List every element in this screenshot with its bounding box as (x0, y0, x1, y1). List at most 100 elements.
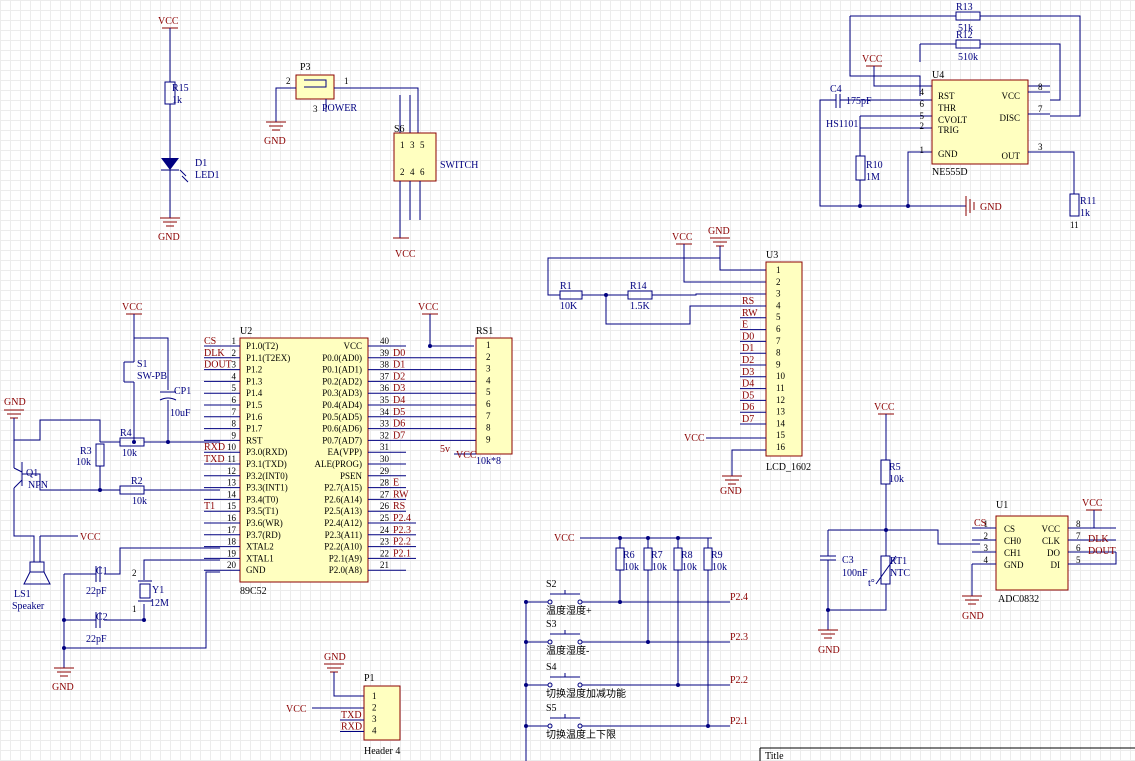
s6-vcc-label: VCC (395, 249, 416, 260)
u2-pin-name: P2.3(A11) (325, 530, 362, 540)
r4-ref: R4 (120, 428, 132, 439)
u2-pin-name: P3.0(RXD) (246, 447, 287, 457)
c2-ref: C2 (96, 612, 108, 623)
u2-pin-number: 6 (232, 395, 237, 405)
p1-vcc-label: VCC (286, 704, 307, 715)
u2-net-label: RS (393, 501, 405, 512)
r2-ref: R2 (131, 476, 143, 487)
r10-value: 1M (866, 172, 880, 183)
rs1-value: 10k*8 (476, 456, 501, 467)
u4-pin-number: 5 (920, 111, 925, 121)
u2-pin-name: P1.3 (246, 376, 263, 386)
u2-net-label: P2.2 (393, 537, 411, 548)
u1-pin-name: CH1 (1004, 548, 1021, 558)
u2-pin-number: 30 (380, 454, 390, 464)
u3-net-label: D2 (742, 355, 754, 366)
key-net-label: P2.1 (730, 716, 748, 727)
y1-crystal (139, 583, 151, 599)
u4-pin-number: 2 (920, 121, 925, 131)
u2-net-label: D0 (393, 348, 405, 359)
rs1-vcc-label: VCC (456, 450, 477, 461)
u2-pin-number: 28 (380, 478, 390, 488)
u3-net-label: D0 (742, 331, 754, 342)
u2-net-label: D1 (393, 360, 405, 371)
lcd-vcc2-label: VCC (684, 433, 705, 444)
u1-pin-number: 5 (1076, 555, 1081, 565)
p3-gnd-symbol (266, 121, 286, 131)
u1-net-label: CS (974, 518, 986, 529)
key-ref: S4 (546, 662, 557, 673)
u1-body (995, 515, 1069, 591)
r14-value: 1.5K (630, 301, 651, 312)
u4-pin-number: 4 (920, 87, 925, 97)
u2-net-label: P2.4 (393, 513, 411, 524)
u2-vcc-label: VCC (418, 302, 439, 313)
u2-pin-name: RST (246, 435, 263, 445)
u4-ref: U4 (932, 70, 944, 81)
u2-pin-name: EA(VPP) (327, 447, 362, 457)
r14-ref: R14 (630, 281, 647, 292)
u1-pin-name: CS (1004, 524, 1015, 534)
u2-pin-number: 29 (380, 466, 390, 476)
keys-block: VCC R6 10k R7 10k R8 10k R9 10k S2温度湿度+P… (524, 533, 748, 761)
u2-net-label: D4 (393, 395, 405, 406)
u3-pin-number: 5 (776, 312, 781, 322)
r8-value: 10k (682, 562, 697, 573)
s1-ref: S1 (137, 359, 148, 370)
u2-pin-number: 16 (227, 513, 237, 523)
u2-pin-name: P1.1(T2EX) (246, 353, 290, 363)
u2-pin-number: 22 (380, 548, 389, 558)
u2-pin-name: P0.7(AD7) (322, 435, 362, 445)
u1-pin-number: 7 (1076, 531, 1081, 541)
power-block: P3 2 1 3 POWER GND S6 1 3 5 2 4 6 SWITCH… (264, 62, 478, 260)
u1-pin-name: GND (1004, 560, 1024, 570)
key-label: 切换湿度加减功能 (546, 687, 626, 700)
r2-resistor (119, 485, 145, 495)
u2-pin-name: ALE(PROG) (315, 459, 363, 469)
svg-text:3: 3 (313, 104, 318, 114)
lcd-vcc-label: VCC (672, 232, 693, 243)
c4-sensor-label: HS1101 (826, 119, 858, 130)
r1-value: 10K (560, 301, 578, 312)
u4-pin-name: RST (938, 91, 955, 101)
u2-pin-number: 23 (380, 537, 390, 547)
u2-pin-name: XTAL1 (246, 553, 274, 563)
u2-pin-name: P2.1(A9) (329, 553, 362, 563)
q1-value: NPN (28, 480, 48, 491)
p1-pin-number: 1 (372, 691, 377, 701)
adc-vcc2-label: VCC (1082, 498, 1103, 509)
r7-value: 10k (652, 562, 667, 573)
rs1-pin-number: 1 (486, 340, 491, 350)
p1-net-label: RXD (341, 722, 362, 733)
r8-ref: R8 (681, 550, 693, 561)
s6-switch (393, 132, 437, 182)
led-gnd-symbol (160, 217, 180, 227)
u3-net-label: D6 (742, 402, 754, 413)
u1-net-label: DLK (1088, 534, 1109, 545)
r7-ref: R7 (651, 550, 663, 561)
rs1-body (475, 337, 513, 455)
p1-gnd-label: GND (324, 652, 346, 663)
u2-pin-number: 4 (232, 371, 237, 381)
u3-net-label: E (742, 320, 748, 331)
u2-pin-name: P1.4 (246, 388, 263, 398)
u1-pin-name: CLK (1042, 536, 1061, 546)
p1-pin-number: 3 (372, 714, 377, 724)
adc-vcc-label: VCC (874, 402, 895, 413)
r10-resistor (855, 155, 866, 181)
u2-pin-name: P0.5(AD5) (322, 412, 362, 422)
rs1-pin-number: 3 (486, 364, 491, 374)
p3-label: POWER (322, 103, 357, 114)
u1-net-label: DOUT (1088, 546, 1116, 557)
u3-pin-number: 6 (776, 324, 781, 334)
u4-pin-name: CVOLT (938, 115, 968, 125)
u2-ref: U2 (240, 326, 252, 337)
u2-pin-number: 17 (227, 525, 237, 535)
u2-pin-number: 11 (227, 454, 236, 464)
